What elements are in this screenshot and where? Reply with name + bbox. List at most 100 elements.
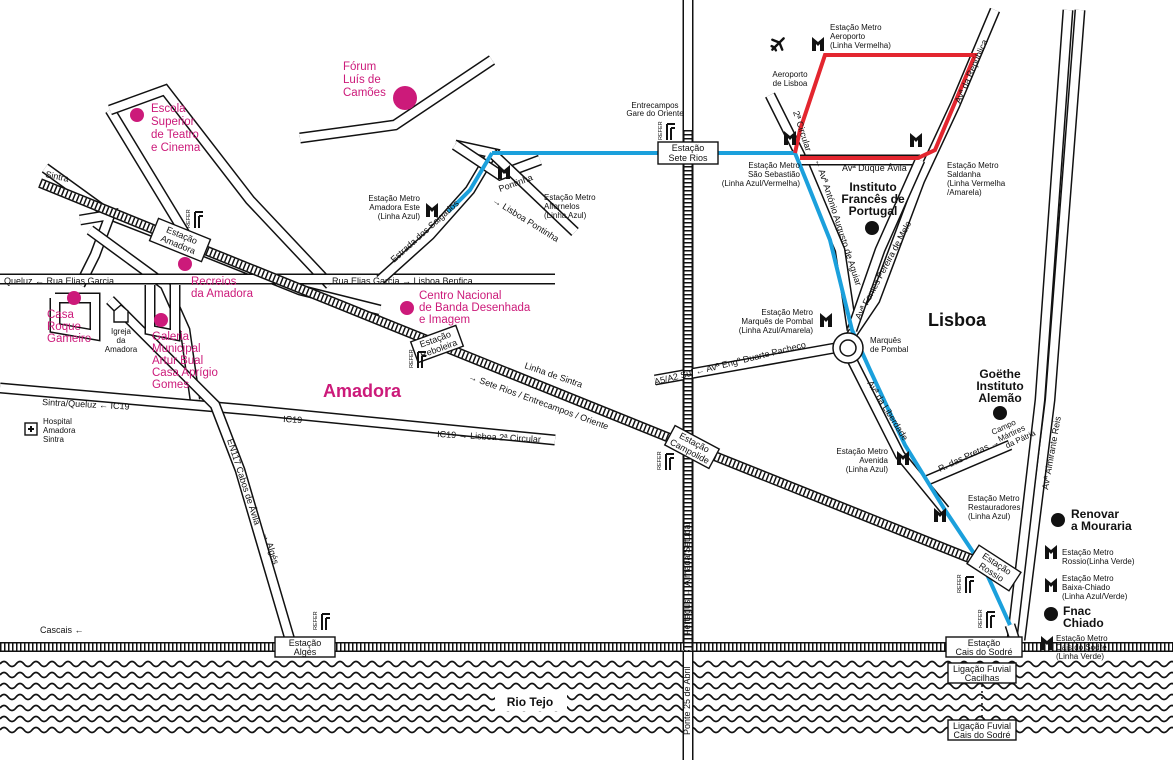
road-lisboa-pontinha bbox=[488, 149, 579, 236]
station-alges[interactable]: Estação Algés bbox=[274, 636, 336, 658]
road-fontes bbox=[846, 157, 926, 332]
poi-dot-renovar[interactable] bbox=[1051, 513, 1065, 527]
metro-cais-sodre-icon[interactable] bbox=[1041, 636, 1053, 650]
poi-dot-casa-roque[interactable] bbox=[67, 291, 81, 305]
road-en117 bbox=[106, 296, 296, 642]
station-sete-rios-line2: Sete Rios bbox=[668, 153, 708, 163]
river-wave-row bbox=[0, 693, 1173, 701]
refer-campolide-icon: REFER bbox=[657, 451, 674, 470]
ferry-cacilhas-line2: Cacilhas bbox=[965, 673, 1000, 683]
station-cais-sodre-line2: Cais do Sodré bbox=[955, 647, 1012, 657]
station-cais-sodre-line1: Estação bbox=[968, 638, 1001, 648]
poi-pink-dots bbox=[67, 86, 417, 327]
metro-red-line bbox=[793, 53, 979, 160]
metro-sao-sebastiao-icon[interactable] bbox=[784, 131, 796, 145]
ferry-cais-sodre-line2: Cais do Sodré bbox=[953, 730, 1010, 740]
road-republica: Avª da República bbox=[953, 38, 990, 105]
road-ic19-mid: IC19 bbox=[283, 414, 303, 425]
road-ic19-sintra: Sintra/Queluz ← IC19 bbox=[42, 397, 130, 412]
poi-dot-goethe[interactable] bbox=[993, 406, 1007, 420]
refer-label: REFER bbox=[313, 611, 319, 630]
refer-amadora-icon: REFER bbox=[186, 209, 203, 228]
river-wave-row bbox=[0, 704, 1173, 712]
metro-aeroporto-icon[interactable] bbox=[812, 37, 824, 51]
metro-alfornelos-icon[interactable] bbox=[498, 165, 510, 179]
poi-dot-recreios[interactable] bbox=[178, 257, 192, 271]
ferry-cais-sodre[interactable]: Ligação Fuvial Cais do Sodré bbox=[947, 719, 1017, 741]
refer-label: REFER bbox=[658, 121, 664, 140]
ferry-cacilhas[interactable]: Ligação Fuvial Cacilhas bbox=[947, 662, 1017, 684]
poi-dot-instituto-frances[interactable] bbox=[865, 221, 879, 235]
refer-sete-rios-icon: REFER bbox=[658, 121, 675, 140]
refer-alges-icon: REFER bbox=[313, 611, 330, 630]
road-ponte: Ponte 25 de Abril bbox=[682, 666, 692, 735]
metro-saldanha-icon[interactable] bbox=[910, 133, 922, 147]
metro-baixa-chiado-icon[interactable] bbox=[1045, 578, 1057, 592]
station-alges-line2: Algés bbox=[294, 647, 317, 657]
metro-blue-line-west bbox=[446, 151, 494, 214]
station-rossio[interactable]: Estação Rossio bbox=[966, 544, 1022, 592]
metro-blue-line-east bbox=[492, 151, 1012, 626]
station-cais-sodre[interactable]: Estação Cais do Sodré bbox=[945, 636, 1023, 658]
road-galeria-loop bbox=[144, 285, 181, 342]
metro-restauradores-icon[interactable] bbox=[934, 508, 946, 522]
road-ic19 bbox=[0, 382, 556, 446]
poi-dot-fnac[interactable] bbox=[1044, 607, 1058, 621]
metro-amadora-este-icon[interactable] bbox=[426, 203, 438, 217]
refer-label: REFER bbox=[957, 574, 963, 593]
refer-rossio-icon: REFER bbox=[957, 574, 974, 593]
poi-dot-escola[interactable] bbox=[130, 108, 144, 122]
river-wave-row bbox=[0, 682, 1173, 690]
refer-label: REFER bbox=[978, 609, 984, 628]
road-a5: A5/A2 Sul ← Avª Engº Duarte Pacheco bbox=[653, 339, 807, 386]
refer-reboleira-icon: REFER bbox=[409, 349, 426, 368]
river-label: Rio Tejo bbox=[507, 695, 553, 709]
roundabout-marques bbox=[832, 332, 864, 364]
metro-avenida-icon[interactable] bbox=[897, 451, 909, 465]
poi-dot-galeria[interactable] bbox=[154, 313, 168, 327]
refer-label: REFER bbox=[409, 349, 415, 368]
metro-lines bbox=[446, 53, 1012, 626]
area-lisboa: Lisboa bbox=[928, 310, 987, 330]
area-amadora: Amadora bbox=[323, 381, 402, 401]
road-elias-benfica: Rua Elias Garcia → Lisboa Benfica bbox=[332, 276, 473, 286]
refer-icons: REFER REFER REFER REFER REFER REFER REFER bbox=[186, 121, 995, 630]
road-en117: EN117 Cabos de Ávila bbox=[225, 438, 262, 527]
station-sete-rios[interactable]: Estação Sete Rios bbox=[657, 141, 719, 165]
church-icon bbox=[113, 304, 129, 323]
metro-icons bbox=[426, 37, 1057, 650]
road-forum-west bbox=[299, 55, 496, 144]
road-pretas bbox=[925, 439, 1013, 486]
road-fertagus: Fertagus ← Almada/Setúbal bbox=[682, 522, 692, 635]
road-almirante-reis bbox=[1014, 9, 1086, 641]
road-ic19-lisboa: IC19 → Lisboa 2ª Circular bbox=[437, 429, 541, 444]
ferry-cais-sodre-line1: Ligação Fuvial bbox=[953, 721, 1011, 731]
metro-rossio-icon[interactable] bbox=[1045, 545, 1057, 559]
poi-dot-centro-bd[interactable] bbox=[400, 301, 414, 315]
road-almirante-reis-2 bbox=[1006, 9, 1074, 641]
poi-dot-forum[interactable] bbox=[393, 86, 417, 110]
metro-marques-pombal-icon[interactable] bbox=[820, 313, 832, 327]
refer-label: REFER bbox=[657, 451, 663, 470]
